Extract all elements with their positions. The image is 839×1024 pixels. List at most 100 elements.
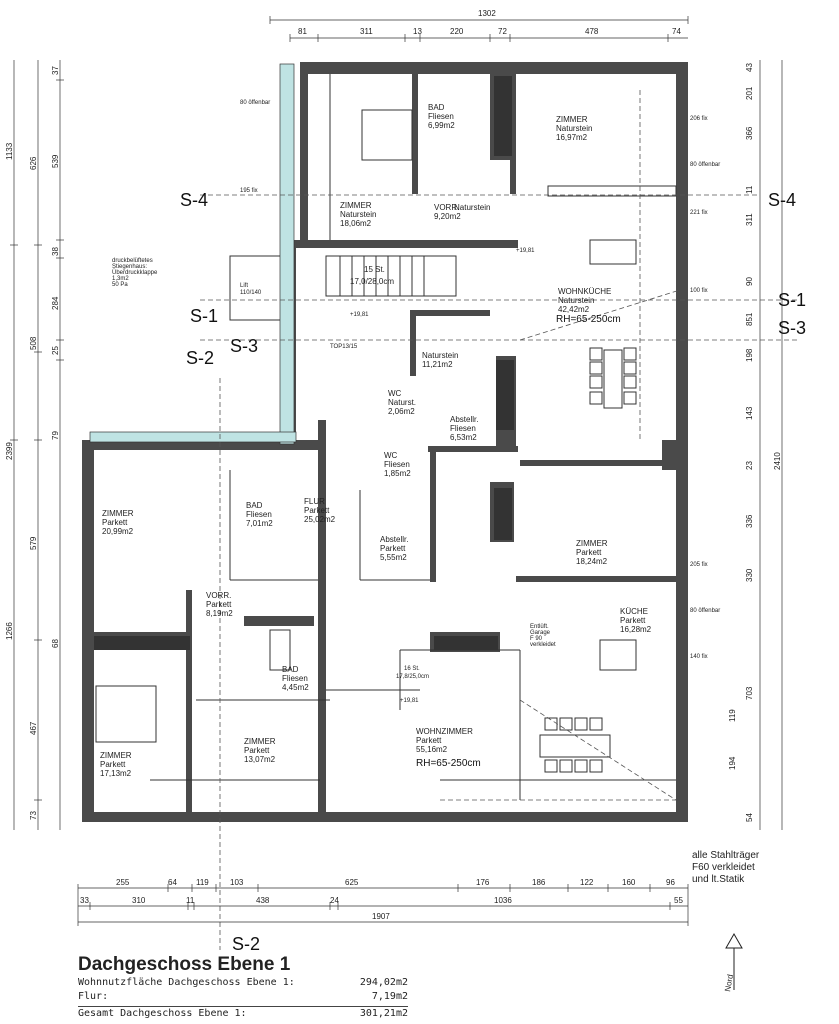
svg-text:Parkett: Parkett	[620, 616, 646, 625]
summary-value: 7,19m2	[371, 991, 408, 1002]
svg-text:VORR.: VORR.	[206, 591, 231, 600]
dim-left: 1133	[5, 142, 14, 160]
window-label: 205 fix	[690, 562, 708, 568]
svg-text:9,20m2: 9,20m2	[434, 212, 461, 221]
dim-right: 11	[745, 185, 754, 194]
svg-text:Parkett: Parkett	[416, 736, 442, 745]
svg-text:VORR.: VORR.	[434, 203, 459, 212]
svg-text:4,45m2: 4,45m2	[282, 683, 309, 692]
garage-note: Garage	[530, 630, 551, 636]
room-label: WOHNKÜCHE Naturstein 42,42m2	[558, 287, 611, 314]
dim-bottom: 310	[132, 896, 146, 905]
svg-text:Parkett: Parkett	[102, 518, 128, 527]
dim-top: 13	[413, 27, 422, 36]
dim-left: 79	[51, 431, 60, 440]
glass-facade	[89, 63, 297, 445]
dim-bottom: 186	[532, 878, 546, 887]
room-height-label: RH=65-250cm	[416, 758, 481, 769]
dim-right: 851	[745, 312, 754, 326]
room-label: FLUR Parkett 25,02m2	[304, 497, 336, 524]
svg-text:ZIMMER: ZIMMER	[100, 751, 132, 760]
section-mark-s2-bottom: S-2	[232, 934, 260, 954]
dim-left: 284	[51, 296, 60, 310]
svg-text:Fliesen: Fliesen	[282, 674, 308, 683]
svg-text:Fliesen: Fliesen	[384, 460, 410, 469]
room-label: ZIMMER Naturstein 18,06m2	[340, 201, 376, 228]
room-label: VORR. Parkett 8,19m2	[206, 591, 233, 618]
summary-label: Wohnnutzfläche Dachgeschoss Ebene 1:	[78, 977, 295, 988]
bottom-dimension-chain: 255 64 119 103 625 176 186 122 160 96 33…	[77, 878, 689, 926]
dim-top-total: 1302	[478, 9, 496, 18]
svg-text:16,97m2: 16,97m2	[556, 133, 588, 142]
section-mark-s3-left: S-3	[230, 336, 258, 356]
interior-lines	[95, 74, 677, 800]
title-block: Dachgeschoss Ebene 1 Wohnnutzfläche Dach…	[78, 954, 408, 1021]
dim-left: 37	[51, 66, 60, 75]
dim-right: 201	[745, 86, 754, 100]
svg-text:18,06m2: 18,06m2	[340, 219, 372, 228]
room-label: Naturstein 11,21m2	[422, 351, 458, 369]
svg-text:Fliesen: Fliesen	[246, 510, 272, 519]
svg-text:8,19m2: 8,19m2	[206, 609, 233, 618]
dim-right: 143	[745, 406, 754, 420]
dim-top: 81	[298, 27, 307, 36]
garage-note: F 90	[530, 636, 543, 642]
svg-text:Abstellr.: Abstellr.	[380, 535, 408, 544]
note-line: F60 verkleidet	[692, 862, 755, 873]
window-label: 100 fix	[690, 288, 708, 294]
svg-text:42,42m2: 42,42m2	[558, 305, 590, 314]
dim-left: 508	[29, 336, 38, 350]
section-markers: S-4 S-4 S-1 S-1 S-3 S-3 S-2 S-2	[180, 190, 806, 954]
svg-text:2,06m2: 2,06m2	[388, 407, 415, 416]
dim-right: 198	[745, 348, 754, 362]
garage-note: Entlüft.	[530, 624, 549, 630]
stair-size: 17,8/25,0cm	[396, 674, 429, 680]
dim-bottom: 55	[674, 896, 683, 905]
room-labels: ZIMMER Naturstein 16,97m2 BAD Fliesen 6,…	[100, 103, 652, 778]
dim-left: 626	[29, 156, 38, 170]
svg-text:ZIMMER: ZIMMER	[556, 115, 588, 124]
summary-label: Gesamt Dachgeschoss Ebene 1:	[78, 1008, 247, 1019]
svg-text:WOHNZIMMER: WOHNZIMMER	[416, 727, 473, 736]
note-line: und lt.Statik	[692, 874, 745, 885]
dim-top: 478	[585, 27, 599, 36]
section-mark-s4-left: S-4	[180, 190, 208, 210]
room-label: ZIMMER Parkett 13,07m2	[244, 737, 276, 764]
smoke-note: 50 Pa	[112, 282, 128, 288]
left-dimension-chain: 1133 2399 1266 626 508 579 467 73 37 539…	[5, 60, 64, 830]
dim-left: 539	[51, 154, 60, 168]
summary-label: Flur:	[78, 991, 109, 1002]
svg-text:Naturstein: Naturstein	[556, 124, 592, 133]
svg-text:Parkett: Parkett	[576, 548, 602, 557]
top-label: TOP13/15	[330, 344, 358, 350]
svg-text:Parkett: Parkett	[100, 760, 126, 769]
summary-row: Wohnnutzfläche Dachgeschoss Ebene 1: 294…	[78, 976, 408, 990]
dim-right: 194	[728, 756, 737, 770]
dim-bottom: 119	[196, 878, 209, 887]
dim-bottom: 160	[622, 878, 636, 887]
svg-text:ZIMMER: ZIMMER	[340, 201, 372, 210]
level-mark: +19,81	[350, 312, 369, 318]
svg-text:Naturstein: Naturstein	[340, 210, 376, 219]
dim-left: 25	[51, 346, 60, 355]
svg-text:16,28m2: 16,28m2	[620, 625, 652, 634]
section-mark-s3-right: S-3	[778, 318, 806, 338]
stair-size: 17,0/28,0cm	[350, 277, 394, 286]
svg-text:FLUR: FLUR	[304, 497, 325, 506]
dim-top: 74	[672, 27, 681, 36]
dim-top: 220	[450, 27, 464, 36]
dim-bottom: 625	[345, 878, 359, 887]
svg-text:BAD: BAD	[428, 103, 445, 112]
svg-text:WOHNKÜCHE: WOHNKÜCHE	[558, 287, 611, 296]
svg-text:Abstellr.: Abstellr.	[450, 415, 478, 424]
svg-text:Fliesen: Fliesen	[450, 424, 476, 433]
smoke-note: 1,3m2	[112, 276, 129, 282]
svg-text:Parkett: Parkett	[380, 544, 406, 553]
dim-left: 1266	[5, 622, 14, 640]
window-label: 195 fix	[240, 188, 258, 194]
dim-right: 703	[745, 686, 754, 700]
roof-lines	[200, 90, 800, 950]
dim-right: 366	[745, 126, 754, 140]
svg-text:ZIMMER: ZIMMER	[576, 539, 608, 548]
window-label: 80 öffenbar	[690, 162, 720, 168]
